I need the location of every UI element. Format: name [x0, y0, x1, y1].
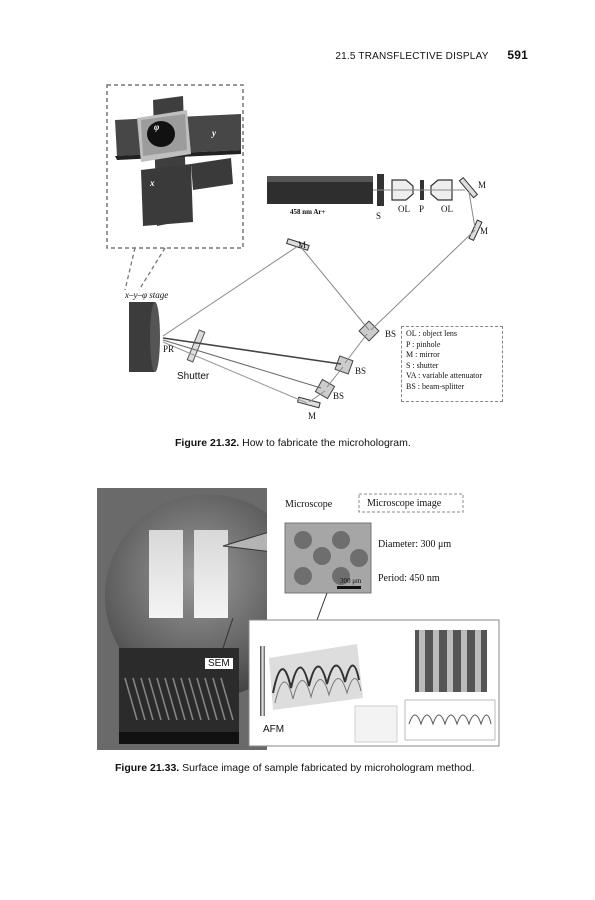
- running-header: 21.5 TRANSFLECTIVE DISPLAY 591: [0, 48, 528, 62]
- caption-text: Surface image of sample fabricated by mi…: [182, 762, 475, 774]
- mirror-label-top: M: [298, 240, 307, 250]
- section-title: 21.5 TRANSFLECTIVE DISPLAY: [335, 51, 489, 62]
- period-label: Period: 450 nm: [378, 573, 440, 584]
- legend-item: VA : variable attenuator: [406, 371, 483, 380]
- y-axis-label: y: [212, 128, 216, 138]
- laser-label: 458 nm Ar+: [290, 208, 326, 216]
- x-axis-label: x: [150, 178, 155, 188]
- figure-caption-21-33: Figure 21.33. Surface image of sample fa…: [115, 762, 475, 774]
- shutter-s-label: S: [376, 211, 382, 221]
- surface-image-figure: Microscope Microscope image Diameter: 30…: [97, 488, 500, 750]
- beam-splitter-label-3: BS: [333, 391, 345, 401]
- mirror-label-right: M: [480, 226, 489, 236]
- xy-stage-illustration: [115, 96, 241, 226]
- beam-splitter-label-1: BS: [385, 329, 397, 339]
- scale-bar-label: 300 μm: [340, 577, 362, 585]
- page-number: 591: [507, 48, 528, 62]
- legend-item: M : mirror: [406, 350, 440, 359]
- legend-item: OL : object lens: [406, 329, 458, 338]
- phi-axis-label: φ: [154, 122, 160, 132]
- setup-diagram: [106, 84, 483, 409]
- mirror-label-top-right: M: [478, 180, 487, 190]
- shutter-label: Shutter: [177, 371, 210, 382]
- caption-label: Figure 21.33.: [115, 762, 180, 774]
- stage-label: x–y–φ stage: [125, 290, 169, 300]
- objective-lens-label-1: OL: [398, 204, 410, 214]
- microhologram-setup-figure: 458 nm Ar+ S OL P OL M M M x–y–φ stage P…: [95, 80, 505, 430]
- beam-splitter-label-2: BS: [355, 366, 367, 376]
- microscope-label: Microscope: [285, 499, 333, 510]
- legend-item: P : pinhole: [406, 339, 441, 349]
- mirror-label-bottom: M: [308, 411, 317, 421]
- figure-caption-21-32: Figure 21.32. How to fabricate the micro…: [175, 437, 411, 449]
- legend-item: S : shutter: [406, 360, 439, 370]
- objective-lens-label-2: OL: [441, 204, 453, 214]
- photoresist-label: PR: [163, 344, 175, 354]
- surface-image-composite: [97, 488, 500, 750]
- abbreviation-legend: OL : object lens P : pinhole M : mirror …: [401, 326, 503, 402]
- diameter-label: Diameter: 300 μm: [378, 539, 452, 550]
- pinhole-label: P: [419, 204, 425, 214]
- legend-item: BS : beam-splitter: [406, 381, 465, 391]
- afm-label: AFM: [260, 724, 288, 735]
- sem-label: SEM: [205, 658, 233, 669]
- caption-text: How to fabricate the microhologram.: [242, 437, 411, 449]
- caption-label: Figure 21.32.: [175, 437, 240, 449]
- microscope-image-label: Microscope image: [367, 498, 442, 509]
